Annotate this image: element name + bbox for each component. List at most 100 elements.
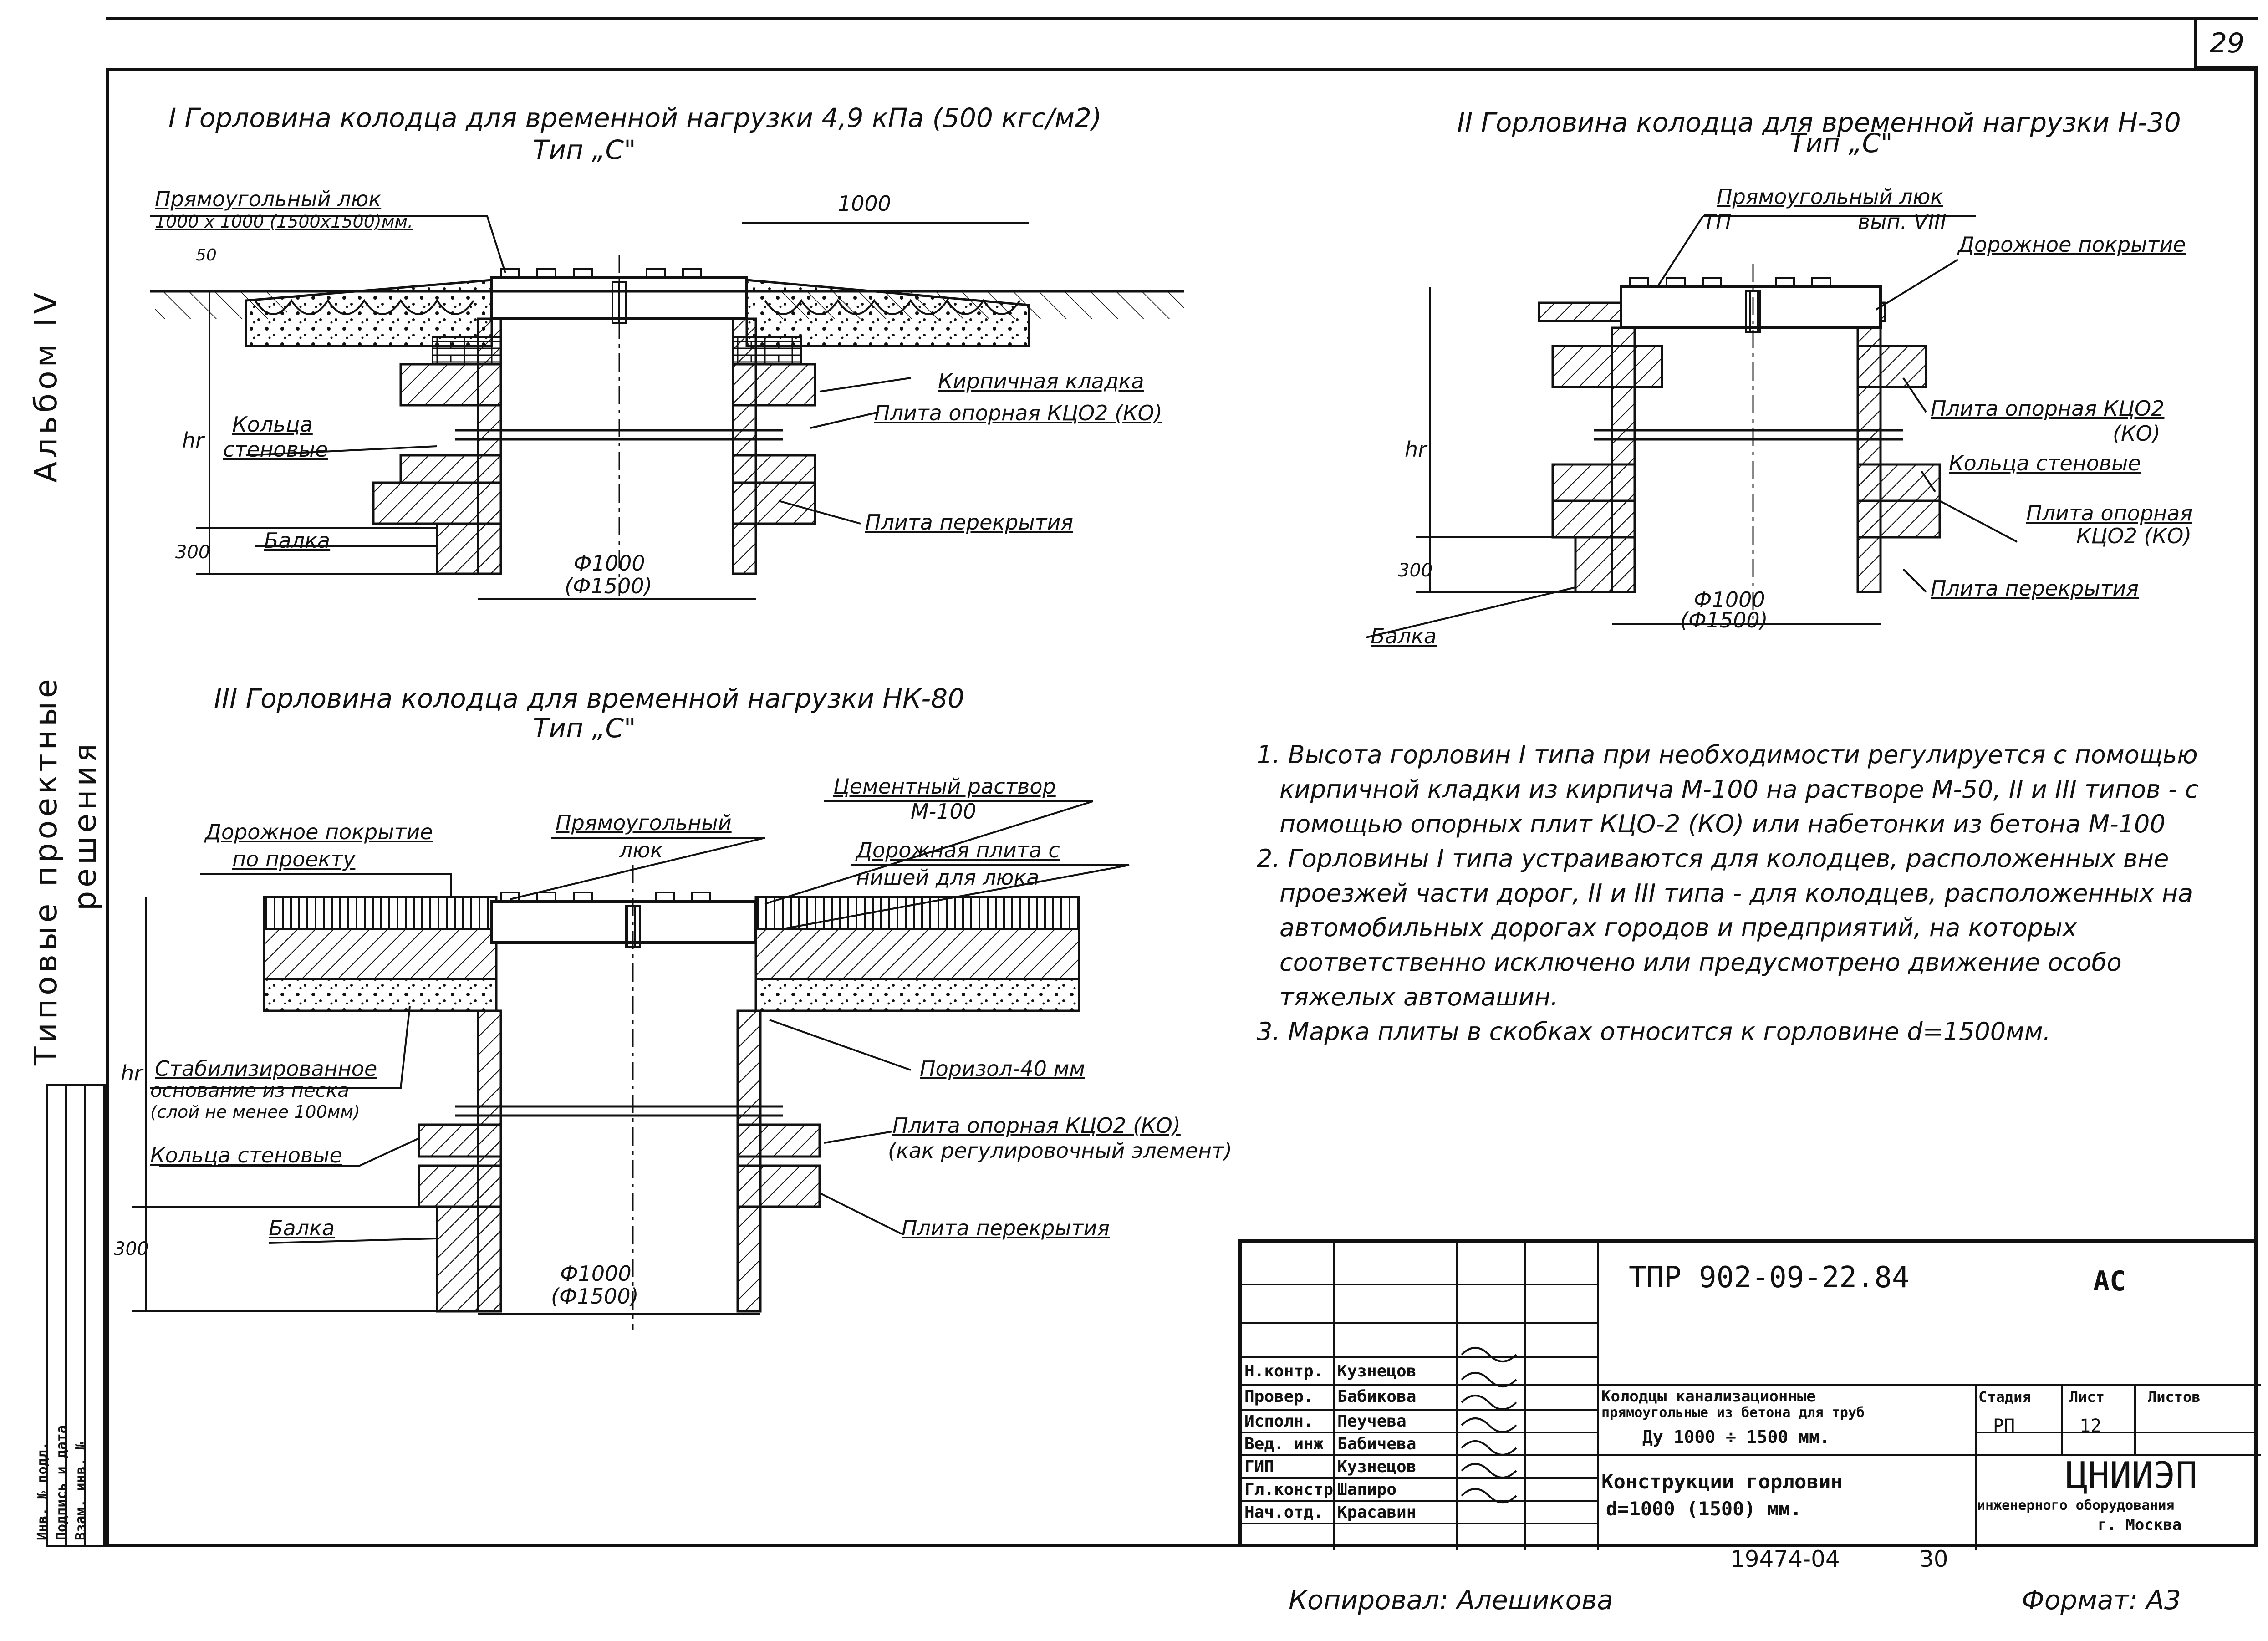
- tb-role: Н.контр.: [1244, 1362, 1324, 1381]
- s2-hatch-sub1: ТП: [1703, 209, 1732, 234]
- drawing-frame: [106, 68, 2258, 1547]
- s1-title-line2: Тип „С": [533, 134, 636, 165]
- tb-project-title-2: прямоугольные из бетона для труб: [1601, 1405, 1865, 1421]
- s2-dia-label-2: (Ф1500): [1680, 608, 1768, 632]
- s3-roadslab-label: Дорожная плита с: [856, 838, 1060, 862]
- s2-plate-left: [1551, 345, 1663, 388]
- tb-name: Кузнецов: [1337, 1362, 1417, 1381]
- tb-grid-line: [1242, 1477, 1597, 1479]
- s2-plate2-label-2: КЦО2 (КО): [2076, 524, 2192, 548]
- tb-grid-line: [1242, 1523, 1597, 1524]
- s3-roadslab-label-2: нишей для люка: [856, 865, 1040, 890]
- s3-sand-label-3: (слой не менее 100мм): [150, 1102, 360, 1122]
- tb-grid-line: [2134, 1384, 2136, 1454]
- s3-plate-right: [736, 1123, 821, 1158]
- s2-dim-300-label: 300: [1398, 560, 1433, 581]
- s3-dia-label-2: (Ф1500): [551, 1284, 639, 1309]
- s1-dim-300-label: 300: [175, 542, 210, 563]
- tb-role: Провер.: [1244, 1387, 1314, 1406]
- s2-rings-label: Кольца стеновые: [1949, 451, 2141, 475]
- tb-grid-line: [1242, 1454, 2261, 1456]
- copied-by: Копировал: Алешикова: [1289, 1585, 1613, 1616]
- s3-dim-hr-label: hr: [121, 1061, 143, 1086]
- s3-sand-label: Стабилизированное: [155, 1056, 377, 1081]
- s2-hatch-ribs: [1629, 277, 1831, 287]
- tb-grid-line: [1242, 1356, 1597, 1358]
- s1-rings-label: Кольца: [232, 412, 313, 437]
- tb-org-name: ЦНИИЭП: [2066, 1454, 2197, 1497]
- s3-plate-label: Плита опорная КЦО2 (КО): [892, 1113, 1181, 1138]
- tb-sheets-header: Листов: [2148, 1388, 2201, 1406]
- s3-hatch: [490, 900, 757, 944]
- s3-title-line2: Тип „С": [533, 713, 636, 744]
- s3-road-label-2: по проекту: [232, 847, 356, 871]
- tb-grid-line: [1242, 1500, 1597, 1502]
- s2-hatch-label: Прямоугольный люк: [1717, 184, 1943, 209]
- s2-dia-label: Ф1000: [1694, 587, 1765, 612]
- s2-plate2-label: Плита опорная: [2026, 501, 2192, 525]
- tb-sheet-header: Лист: [2069, 1388, 2105, 1406]
- tb-grid-line: [1242, 1432, 1597, 1433]
- s3-hatch-label-2: люк: [619, 838, 663, 862]
- tb-grid-line: [1524, 1243, 1526, 1550]
- s1-rings-label-2: стеновые: [223, 437, 328, 462]
- general-notes: 1. Высота горловин I типа при необходимо…: [1257, 738, 2236, 1049]
- tb-role: ГИП: [1244, 1458, 1274, 1476]
- s3-dim-300-label: 300: [114, 1238, 149, 1259]
- tb-role: Вед. инж: [1244, 1435, 1324, 1453]
- s1-plate2-right: [732, 454, 816, 484]
- s3-plate-left: [418, 1123, 502, 1158]
- s1-leaders: [150, 215, 911, 547]
- tb-name: Бабичева: [1337, 1435, 1417, 1453]
- s3-beam: [436, 1205, 502, 1313]
- tb-grid-line: [1975, 1432, 2257, 1433]
- s3-roadslab-left: [263, 928, 498, 980]
- sheet-format: Формат: А3: [2022, 1585, 2181, 1616]
- s1-beam: [436, 522, 502, 575]
- title-block-signatures: [1461, 1347, 1517, 1503]
- s2-hatch-sub2: вып. VIII: [1858, 209, 1947, 234]
- s2-title-line1: II Горловина колодца для временной нагру…: [1457, 107, 2181, 138]
- tb-stage-header: Стадия: [1978, 1388, 2031, 1406]
- note-item: 2. Горловины I типа устраиваются для кол…: [1257, 844, 2193, 1011]
- tb-grid-line: [1333, 1243, 1335, 1550]
- s2-leaders: [1366, 215, 2018, 638]
- inventory-number: 19474-04: [1730, 1546, 1840, 1572]
- s3-slab-left: [418, 1164, 502, 1208]
- tb-project-title: Колодцы канализационные: [1601, 1387, 1816, 1406]
- tb-grid-line: [2061, 1384, 2063, 1454]
- s3-sand-label-2: основание из песка: [150, 1079, 349, 1101]
- tb-grid-line: [1242, 1284, 1597, 1285]
- s2-plate2-right: [1856, 463, 1941, 502]
- tb-stage-value: РП: [1993, 1416, 2015, 1437]
- s2-slab-right: [1856, 499, 1941, 539]
- section1-drawing: [150, 215, 1184, 600]
- s1-dim-50-label: 50: [196, 246, 217, 265]
- tb-role: Гл.констр: [1244, 1480, 1334, 1499]
- s1-slab-right: [732, 481, 816, 525]
- s1-dia-label: Ф1000: [574, 551, 645, 576]
- s1-title-line1: I Горловина колодца для временной нагруз…: [168, 102, 1102, 133]
- s1-plate2-left: [399, 454, 502, 484]
- s1-dim-hr-label: hr: [182, 428, 204, 453]
- signature-scribbles: [1461, 1347, 1517, 1503]
- tb-role: Исполн.: [1244, 1412, 1314, 1431]
- tb-doc-code: ТПР 902-09-22.84: [1629, 1261, 1910, 1294]
- section3-drawing: [132, 800, 1130, 1330]
- s2-slab-label: Плита перекрытия: [1931, 576, 2139, 601]
- s1-blocks-left: [254, 299, 474, 315]
- tb-name: Красавин: [1337, 1503, 1417, 1522]
- s3-sand-left: [263, 978, 498, 1012]
- tb-grid-line: [1975, 1384, 1977, 1550]
- tb-org-line2: инженерного оборудования: [1977, 1498, 2175, 1514]
- s3-rings-label: Кольца стеновые: [150, 1143, 342, 1167]
- tb-sheet-value: 12: [2079, 1416, 2102, 1437]
- s1-hatch-size: 1000 х 1000 (1500х1500)мм.: [155, 212, 413, 232]
- s3-hatch-ribs: [500, 892, 711, 902]
- s1-plate-label: Плита опорная КЦО2 (КО): [874, 401, 1162, 425]
- s2-ring-wall-right: [1856, 326, 1882, 593]
- tb-name: Пеучева: [1337, 1412, 1407, 1431]
- s2-plate2-left: [1551, 463, 1636, 502]
- tb-sheet-title-2: d=1000 (1500) мм.: [1606, 1498, 1802, 1520]
- approval-stamp-strip: Инв. № подл. Подпись и дата Взам. инв. №: [35, 1084, 106, 1547]
